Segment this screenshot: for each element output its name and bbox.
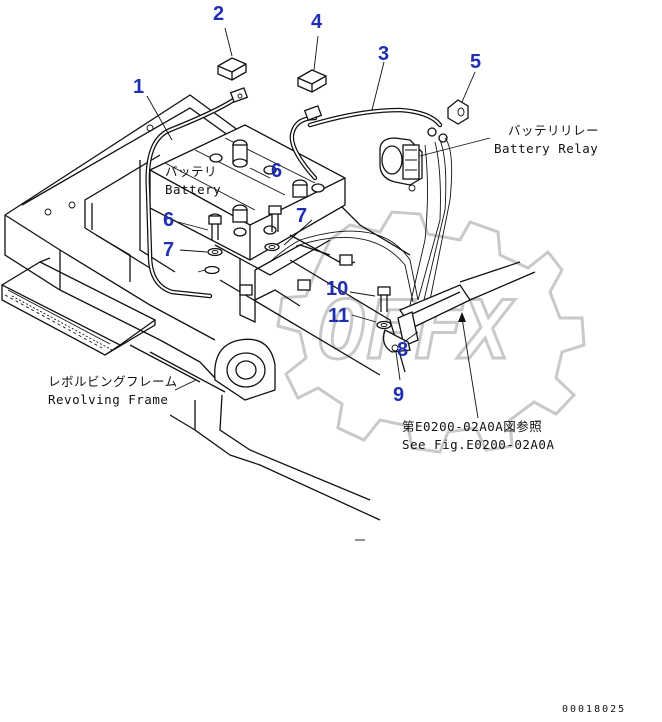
battery-label-en: Battery: [165, 182, 221, 197]
bolts-washers: [204, 205, 392, 330]
ref-label-en: See Fig.E0200-02A0A: [402, 437, 555, 452]
callouts: 1 2 3 4 5 6 6 7 7 8 9 10 11: [133, 3, 481, 406]
text-labels: バッテリ Battery バッテリリレー Battery Relay レボルビン…: [48, 123, 599, 452]
callout-2: 2: [213, 3, 224, 25]
callout-6a: 6: [271, 160, 282, 182]
terminal-2: [217, 57, 247, 81]
callout-11: 11: [328, 305, 349, 327]
battery-label-jp: バッテリ: [165, 164, 217, 179]
watermark-gear: OFFX: [276, 210, 586, 454]
frame-label-en: Revolving Frame: [48, 392, 168, 407]
connector-block: [382, 261, 536, 353]
ref-label-jp: 第E0200-02A0A図参照: [402, 419, 542, 434]
frame-pin-bracket: [169, 338, 381, 541]
terminal-4: [297, 69, 327, 93]
frame-label-jp: レボルビングフレーム: [48, 374, 178, 389]
revolving-frame: [4, 94, 411, 393]
watermark-text: OFFX: [318, 284, 515, 377]
callout-1: 1: [133, 76, 144, 98]
callout-3: 3: [378, 43, 389, 65]
cap-5: [447, 99, 469, 125]
cable-3: [289, 105, 443, 181]
step: [0, 257, 157, 356]
relay-wires: [269, 137, 453, 306]
cable-1: [145, 87, 249, 299]
callout-6b: 6: [163, 209, 174, 231]
battery: [149, 124, 346, 261]
callout-10: 10: [326, 278, 348, 300]
callout-7b: 7: [296, 205, 307, 227]
callout-9: 9: [393, 384, 404, 406]
drawing-number: 00018025: [562, 704, 626, 715]
leader-lines: [146, 27, 491, 419]
relay-label-en: Battery Relay: [494, 141, 598, 156]
callout-4: 4: [311, 11, 323, 33]
battery-relay: [379, 127, 448, 192]
callout-5: 5: [470, 51, 481, 73]
callout-8: 8: [397, 339, 408, 361]
relay-label-jp: バッテリリレー: [508, 123, 599, 138]
callout-7a: 7: [163, 239, 174, 261]
